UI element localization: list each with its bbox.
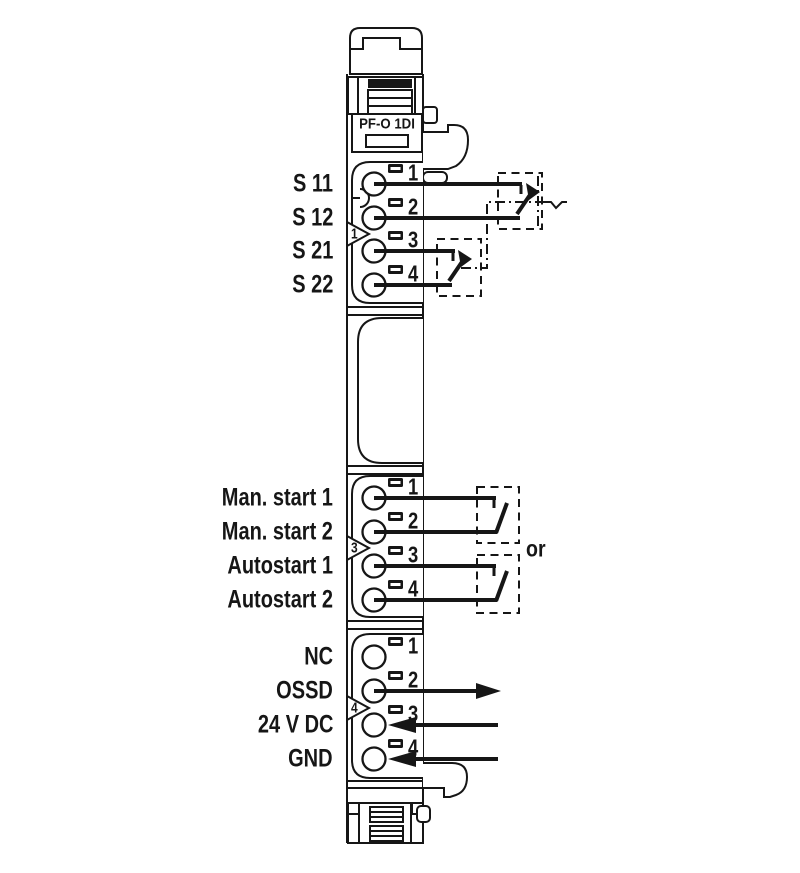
terminal-number: 2 <box>408 193 419 220</box>
bottom-mounting-foot <box>416 762 469 823</box>
led-indicators <box>388 164 403 274</box>
terminal-number: 3 <box>408 226 419 253</box>
terminal-label-24vdc: 24 V DC <box>257 710 333 739</box>
terminal-label-autostart-2: Autostart 2 <box>227 585 333 614</box>
terminal-block-4 <box>351 633 423 779</box>
terminal-label-man-start-1: Man. start 1 <box>221 483 333 512</box>
blank-front-panel <box>357 317 423 464</box>
start-input-wiring <box>374 496 497 602</box>
connector-marker-number-4: 4 <box>351 699 358 717</box>
terminal-circle <box>361 746 387 772</box>
mechanical-linkage <box>461 176 545 269</box>
type-label-box <box>351 113 423 153</box>
top-cap <box>349 27 423 75</box>
terminal-number: 4 <box>408 260 419 287</box>
manual-start-switch-blade <box>494 502 509 534</box>
terminal-label-s12: S 12 <box>291 203 333 232</box>
ossd-output-arrow <box>476 683 501 699</box>
gnd-arrow <box>388 751 416 767</box>
or-annotation: or <box>526 535 546 562</box>
terminal-label-nc: NC <box>304 642 333 671</box>
safety-switch-s21-s22 <box>447 250 472 283</box>
terminal-number: 2 <box>408 666 419 693</box>
terminal-number: 1 <box>408 159 419 186</box>
safety-switch-s11-s12 <box>515 183 540 216</box>
led-indicators <box>388 637 403 748</box>
terminal-label-gnd: GND <box>288 744 333 773</box>
terminal-label-ossd: OSSD <box>276 676 333 705</box>
led-indicators <box>388 478 403 589</box>
terminal-label-man-start-2: Man. start 2 <box>221 517 333 546</box>
terminal-label-s22: S 22 <box>291 270 333 299</box>
terminal-circle <box>361 644 387 670</box>
terminal-circle <box>361 712 387 738</box>
terminal-number: 4 <box>408 575 419 602</box>
module-type-label: PF-O 1DI <box>359 115 415 133</box>
autostart-switch-blade <box>494 570 509 602</box>
output-supply-wiring <box>374 689 498 761</box>
connector-marker-number-1: 1 <box>351 225 358 243</box>
terminal-number: 1 <box>408 473 419 500</box>
module-housing <box>346 27 424 844</box>
terminal-number: 3 <box>408 541 419 568</box>
supply-24v-arrow <box>388 717 416 733</box>
connector-marker-triangles <box>346 220 372 722</box>
top-mounting-foot <box>422 106 470 184</box>
terminal-label-autostart-1: Autostart 1 <box>227 551 333 580</box>
bottom-latch-section <box>347 802 424 844</box>
terminal-number: 4 <box>408 734 419 761</box>
terminal-number: 3 <box>408 700 419 727</box>
connector-marker-number-3: 3 <box>351 539 358 557</box>
terminal-number: 2 <box>408 507 419 534</box>
actuator-symbol <box>545 201 567 210</box>
top-latch-section <box>347 76 424 115</box>
safety-input-wiring <box>374 182 523 287</box>
terminal-label-s11: S 11 <box>292 169 333 198</box>
terminal-label-s21: S 21 <box>291 236 333 265</box>
terminal-block-3 <box>351 475 423 618</box>
terminal-number: 1 <box>408 632 419 659</box>
